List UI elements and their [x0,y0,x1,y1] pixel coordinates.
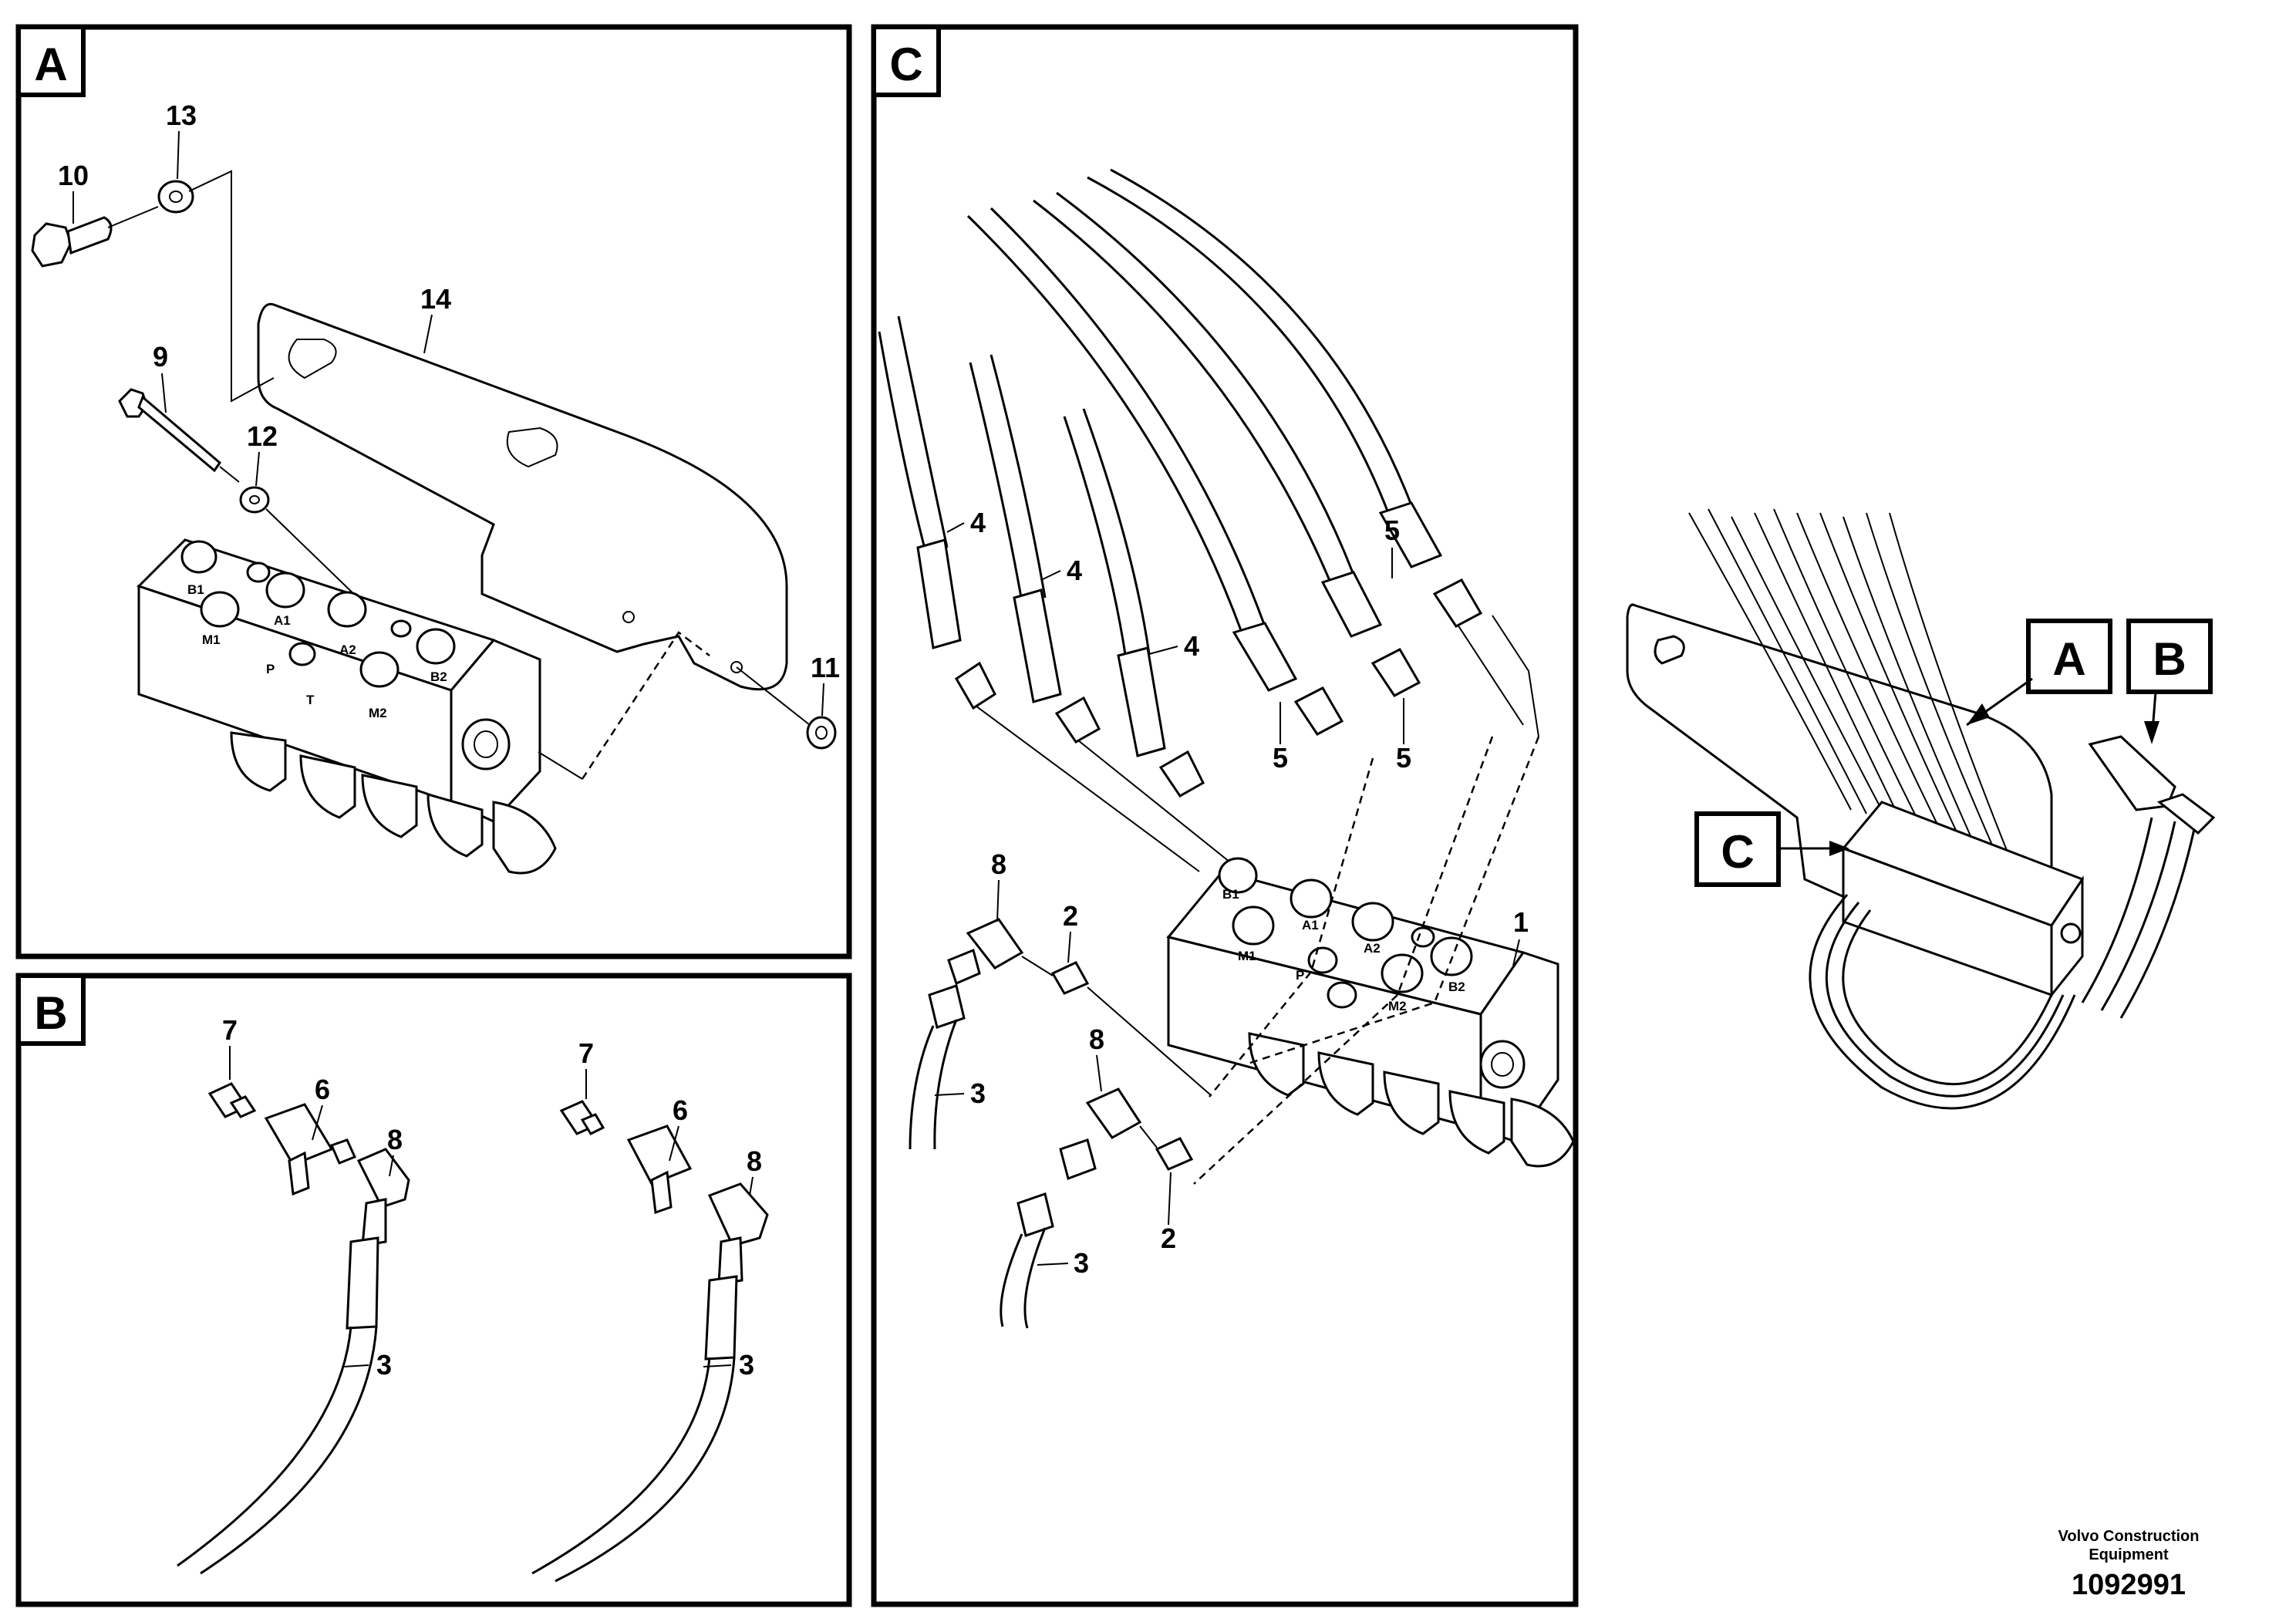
credit-line-1: Volvo Construction [2058,1528,2200,1545]
svg-text:B: B [2153,633,2186,685]
callout-5-a: 5 [1273,742,1288,774]
panel-a-tag [16,25,86,97]
port-label-a-b1: B1 [187,582,204,597]
washer-13 [157,180,194,214]
overview-assembly: A B C [1626,508,2216,1110]
callout-4-c: 4 [1184,630,1199,662]
callout-8-c-lower: 8 [1089,1023,1104,1055]
port-label-c-a2: A2 [1364,941,1381,956]
overview-hose-bundle [1688,508,2010,857]
callout-5-b: 5 [1384,514,1400,546]
callout-8-right: 8 [747,1145,762,1177]
mounting-bracket [257,302,788,691]
panel-a-letter: A [34,39,67,90]
washer-12 [239,486,270,514]
port-label-c-b2: B2 [1448,980,1465,994]
credit-line-2: Equipment [2089,1546,2169,1563]
callout-3-c-upper: 3 [970,1077,986,1109]
callout-4-b: 4 [1067,555,1082,586]
panel-c-letter: C [889,39,922,90]
port-label-c-p: P [1296,968,1304,983]
callout-10: 10 [58,160,89,191]
panel-c: C [871,24,1579,1607]
publisher-credit: Volvo Construction Equipment 1092991 [2028,1527,2229,1603]
port-label-a-b2: B2 [430,669,447,684]
port-label-a-a1: A1 [274,613,291,628]
panel-b-letter: B [34,987,67,1039]
port-label-c-m1: M1 [1238,949,1256,963]
port-label-c-m2: M2 [1388,999,1407,1013]
callout-13: 13 [166,99,197,131]
adapter-lower [1139,1125,1194,1171]
panel-c-frame [871,24,1579,1607]
valve-block-c: B1 A1 A2 B2 M1 P M2 [1166,857,1575,1168]
valve-block-a: B1 A1 A2 B2 M1 P T M2 [137,538,557,875]
callout-1: 1 [1513,906,1529,938]
panel-c-tag [872,25,941,97]
port-label-c-a1: A1 [1302,918,1319,932]
callout-3-right: 3 [739,1349,754,1381]
port-label-a-a2: A2 [339,642,356,657]
elbow-fitting-upper [909,918,1024,1150]
callout-9: 9 [153,341,168,373]
fitting-assembly-right [531,1100,769,1583]
hoses-c [878,168,1483,798]
panel-b: B 7 6 8 [15,973,852,1607]
port-label-a-m1: M1 [202,632,221,647]
svg-text:C: C [1721,826,1754,878]
callout-12: 12 [247,420,278,452]
overview-tag-a: A [1966,619,2112,727]
callout-3-c-lower: 3 [1074,1247,1089,1279]
svg-text:A: A [2052,633,2085,685]
callout-14: 14 [420,283,451,315]
callout-7-left: 7 [222,1014,238,1046]
adapter-upper [1021,956,1090,995]
callout-3-left: 3 [376,1349,392,1381]
callout-6-left: 6 [315,1074,330,1105]
overview-tag-b: B [2126,619,2213,744]
fitting-assembly-left [177,1082,410,1575]
port-label-c-b1: B1 [1222,887,1239,902]
panel-b-tag [16,973,86,1046]
callout-11: 11 [811,652,840,683]
callout-2-c-upper: 2 [1063,900,1078,932]
callout-7-right: 7 [578,1037,594,1069]
callout-5-c: 5 [1396,742,1411,774]
elbow-fitting-lower [1000,1088,1142,1329]
port-label-a-p: P [266,662,275,676]
bolt-10 [31,206,159,268]
nut-11 [806,716,837,750]
overview-fitting-b [2081,735,2216,1019]
callout-4-a: 4 [970,507,986,538]
port-label-a-m2: M2 [369,706,387,720]
drawing-number: 1092991 [2072,1569,2186,1601]
overview-tag-c: C [1694,811,1849,887]
callout-2-c-lower: 2 [1161,1222,1176,1254]
panel-a: A [15,24,852,959]
callout-8-left: 8 [387,1124,403,1155]
port-label-a-t: T [306,693,315,707]
callout-6-right: 6 [673,1094,688,1126]
bolt-9 [118,388,240,483]
callout-8-c-upper: 8 [991,848,1006,880]
